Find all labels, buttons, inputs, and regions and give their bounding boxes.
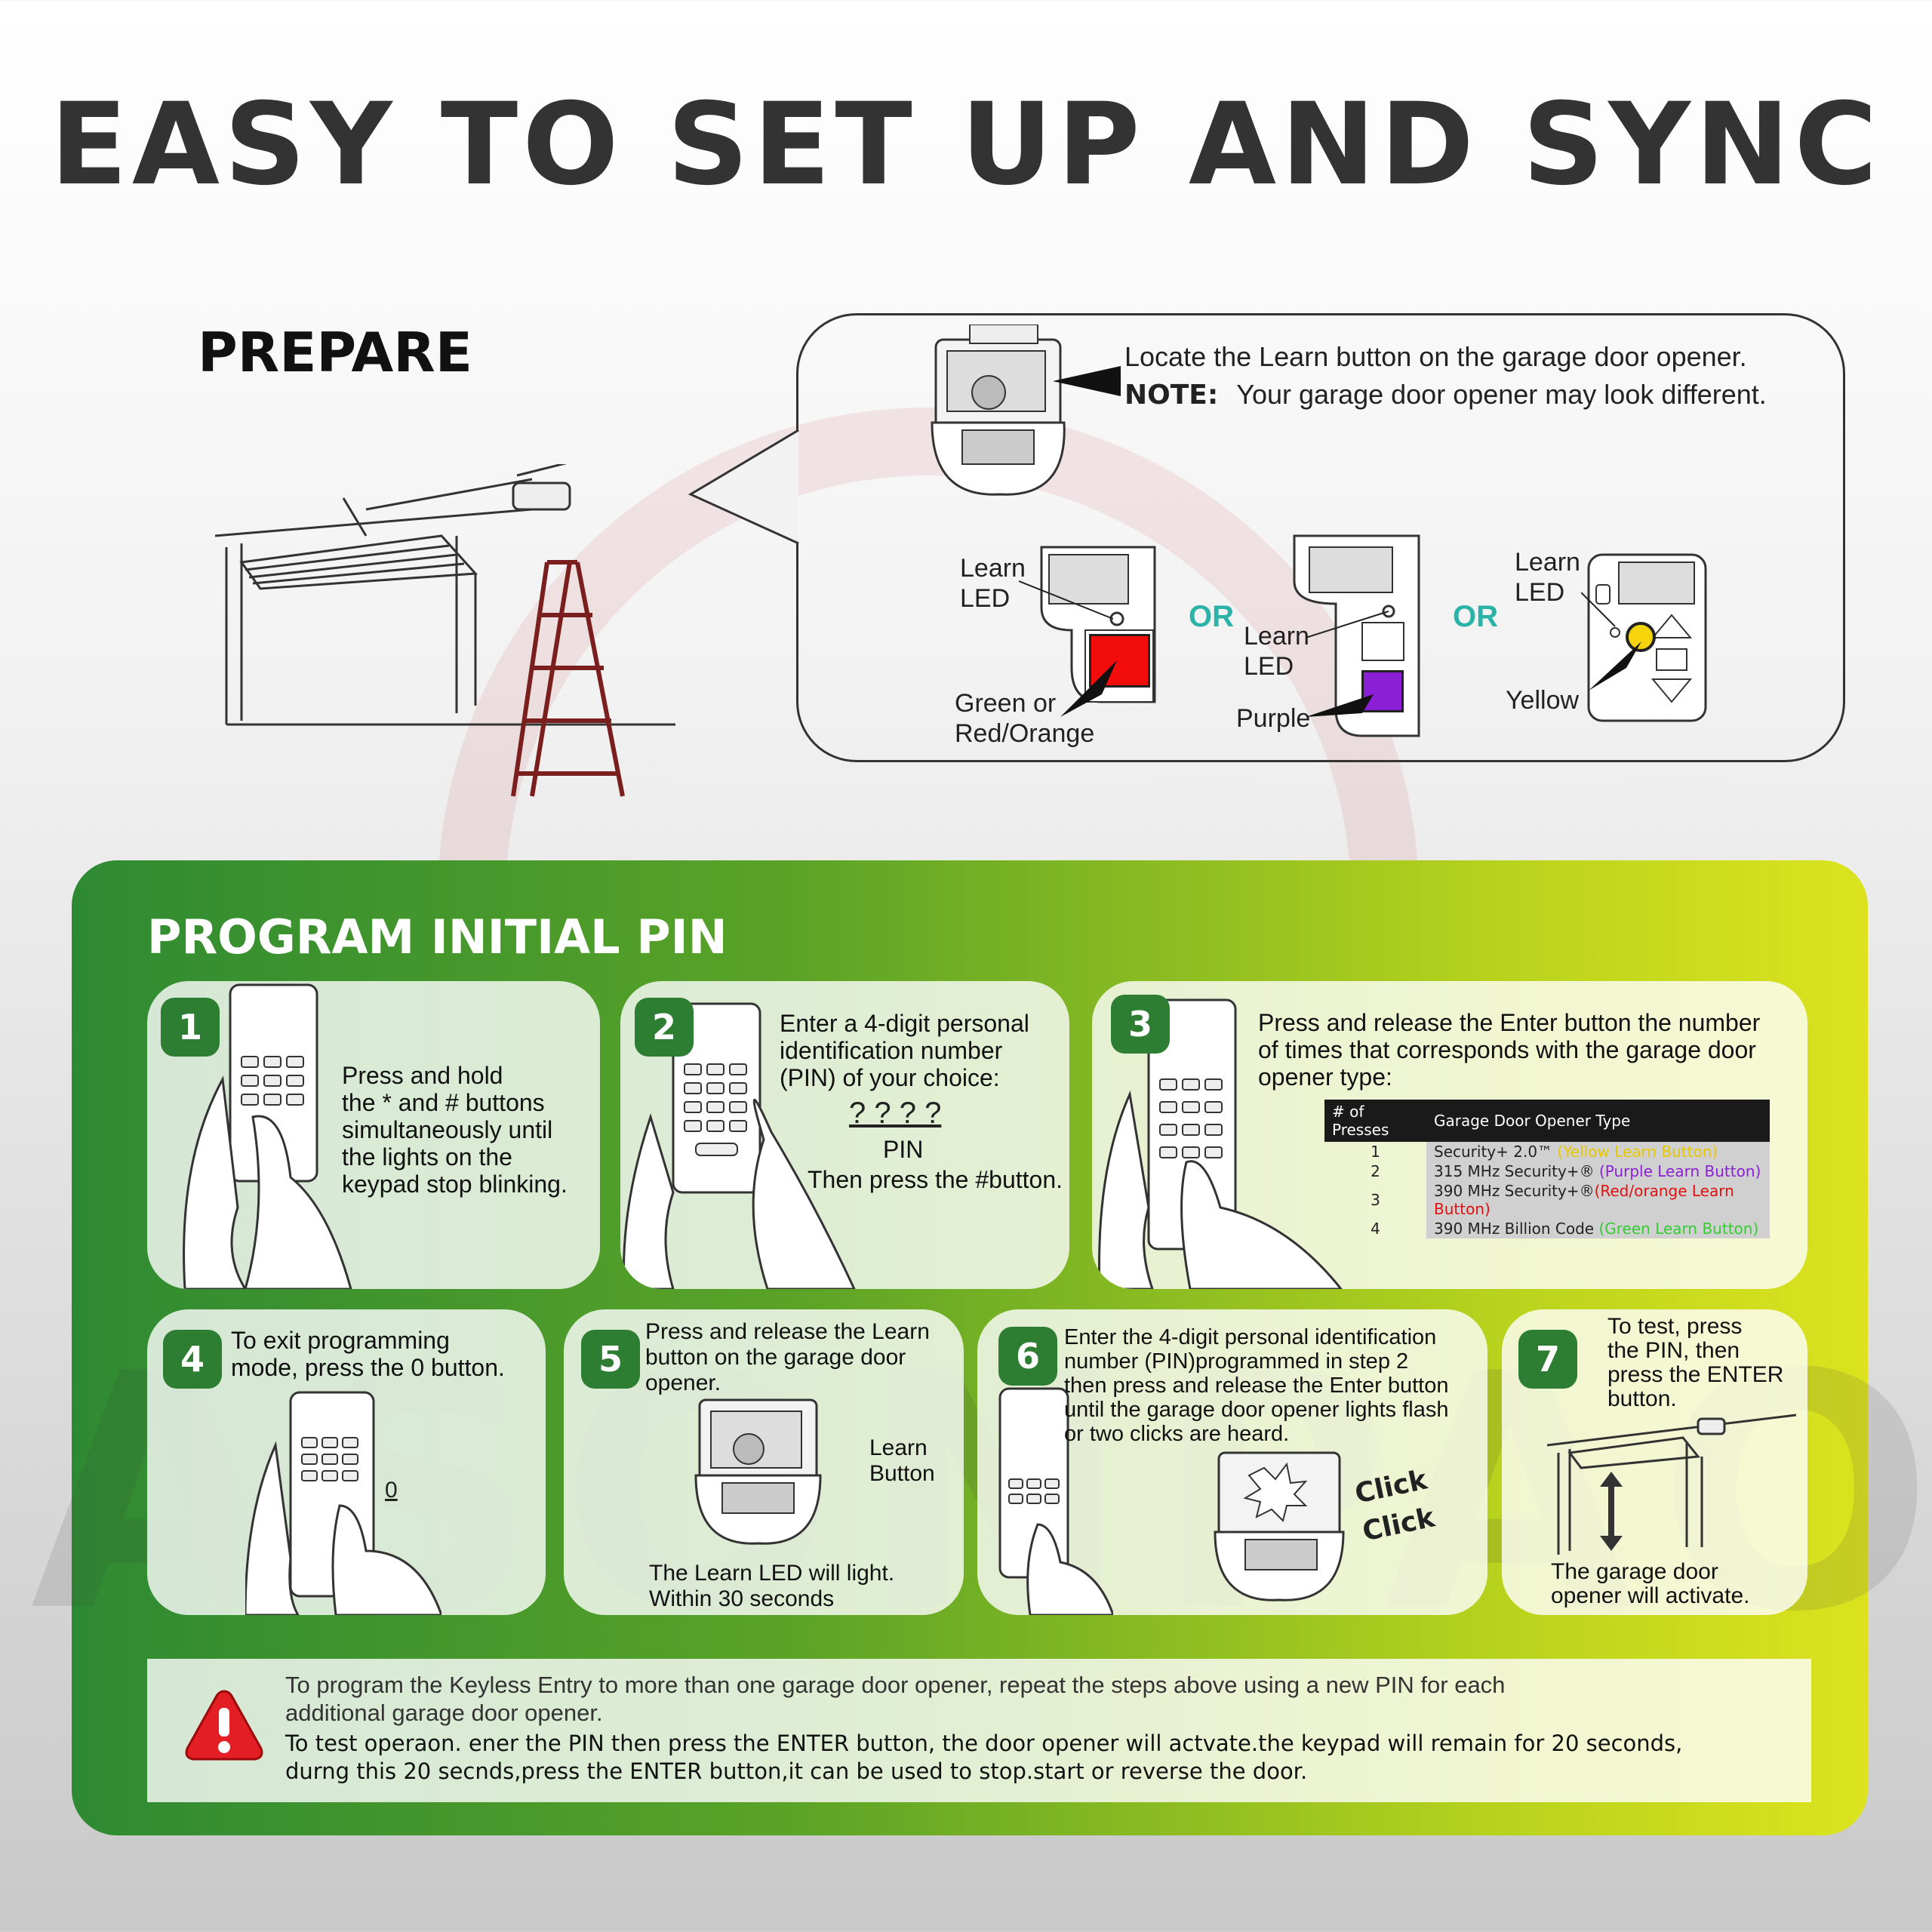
table-row: 1 Security+ 2.0™ (Yellow Learn Button) bbox=[1324, 1142, 1770, 1161]
locate-learn-text: Locate the Learn button on the garage do… bbox=[1124, 341, 1747, 372]
presses-cell: 4 bbox=[1371, 1220, 1380, 1238]
learn-led-label-3: Learn LED bbox=[1515, 548, 1580, 607]
panel-1-leader-lines bbox=[1019, 580, 1117, 717]
garage-door-activate-icon bbox=[1547, 1414, 1796, 1555]
learn-button-purple bbox=[1361, 670, 1404, 712]
warning-box bbox=[147, 1659, 1811, 1802]
type-name: Security+ 2.0™ bbox=[1434, 1143, 1553, 1161]
table-row: 3 390 MHz Security+®(Red/orange Learn Bu… bbox=[1324, 1181, 1770, 1219]
keypad-hand-icon bbox=[183, 983, 352, 1289]
note-text: Your garage door opener may look differe… bbox=[1236, 379, 1767, 410]
pin-placeholder: ? ? ? ? bbox=[849, 1097, 942, 1130]
warning-icon bbox=[185, 1690, 263, 1761]
step-7-number: 7 bbox=[1518, 1330, 1577, 1389]
presses-cell: 3 bbox=[1371, 1191, 1380, 1209]
zero-digit: 0 bbox=[385, 1478, 398, 1503]
type-name: 390 MHz Security+® bbox=[1434, 1182, 1595, 1200]
keypad-enter-press-icon bbox=[1098, 998, 1343, 1289]
button-color-label-1: Green or Red/Orange bbox=[955, 689, 1095, 748]
type-cell: 315 MHz Security+® (Purple Learn Button) bbox=[1426, 1161, 1770, 1181]
presses-cell: 2 bbox=[1371, 1162, 1380, 1180]
page-title: EASY TO SET UP AND SYNC bbox=[50, 79, 1882, 211]
type-cell: 390 MHz Billion Code (Green Learn Button… bbox=[1426, 1219, 1770, 1238]
button-color-label-2: Purple bbox=[1236, 704, 1311, 733]
button-color-label-3: Yellow bbox=[1506, 686, 1580, 715]
step-1-card bbox=[147, 981, 600, 1289]
type-note: (Red/orange Learn Button) bbox=[1434, 1182, 1734, 1218]
step-1-text: Press and hold the * and # buttons simul… bbox=[342, 1062, 568, 1198]
step-7-bottom-text: The garage door opener will activate. bbox=[1551, 1559, 1750, 1608]
step-7-text: To test, press the PIN, then press the E… bbox=[1607, 1314, 1784, 1411]
table-row: 4 390 MHz Billion Code (Green Learn Butt… bbox=[1324, 1219, 1770, 1238]
step-4-number: 4 bbox=[163, 1330, 222, 1389]
opener-flashing-icon bbox=[1214, 1451, 1345, 1601]
table-header-type: Garage Door Opener Type bbox=[1426, 1100, 1770, 1142]
step-6-text: Enter the 4-digit personal identificatio… bbox=[1064, 1325, 1449, 1446]
presses-cell: 1 bbox=[1371, 1143, 1380, 1161]
panel-3-leader-lines bbox=[1581, 592, 1641, 691]
type-note: (Purple Learn Button) bbox=[1598, 1162, 1761, 1180]
garage-opener-unit-illustration bbox=[931, 325, 1066, 496]
type-note: (Yellow Learn Button) bbox=[1557, 1143, 1718, 1161]
opener-type-table: # of Presses Garage Door Opener Type 1 S… bbox=[1324, 1100, 1770, 1238]
opener-learn-button-icon bbox=[694, 1398, 822, 1545]
warning-multi-opener-text: To program the Keyless Entry to more tha… bbox=[285, 1672, 1506, 1726]
keypad-zero-press-icon bbox=[245, 1391, 441, 1615]
type-name: 390 MHz Billion Code bbox=[1434, 1220, 1595, 1238]
learn-led-label-1: Learn LED bbox=[960, 554, 1026, 613]
step-3-number: 3 bbox=[1111, 995, 1170, 1054]
learn-led-label-2: Learn LED bbox=[1244, 622, 1309, 681]
step-4-text: To exit programming mode, press the 0 bu… bbox=[231, 1327, 505, 1381]
step-6-number: 6 bbox=[998, 1327, 1057, 1386]
or-label-1: OR bbox=[1189, 600, 1234, 633]
learn-button-red bbox=[1089, 634, 1150, 688]
or-label-2: OR bbox=[1453, 600, 1498, 633]
table-header-presses: # of Presses bbox=[1324, 1100, 1426, 1142]
step-3-text: Press and release the Enter button the n… bbox=[1258, 1009, 1761, 1091]
keypad-small-icon bbox=[998, 1387, 1113, 1615]
step-2-card bbox=[620, 981, 1069, 1289]
step-2-number: 2 bbox=[635, 998, 694, 1057]
table-row: 2 315 MHz Security+® (Purple Learn Butto… bbox=[1324, 1161, 1770, 1181]
step-1-number: 1 bbox=[161, 998, 220, 1057]
garage-ladder-illustration bbox=[215, 464, 675, 797]
step-6-card bbox=[977, 1309, 1487, 1615]
pointer-arrow-icon bbox=[1053, 366, 1121, 396]
callout-pointer bbox=[688, 430, 799, 543]
learn-button-label: Learn Button bbox=[869, 1435, 935, 1486]
keypad-finger-icon bbox=[622, 1002, 856, 1289]
type-cell: Security+ 2.0™ (Yellow Learn Button) bbox=[1426, 1142, 1770, 1161]
prepare-heading: PREPARE bbox=[198, 321, 472, 384]
step-5-text: Press and release the Learn button on th… bbox=[645, 1319, 930, 1395]
step-5-bottom-text: The Learn LED will light. Within 30 seco… bbox=[649, 1561, 895, 1611]
warning-test-text: To test operaon. ener the PIN then press… bbox=[285, 1730, 1683, 1784]
type-cell: 390 MHz Security+®(Red/orange Learn Butt… bbox=[1426, 1181, 1770, 1219]
step-5-number: 5 bbox=[581, 1330, 640, 1389]
panel-2-leader-lines bbox=[1306, 611, 1389, 717]
note-line: NOTE: Your garage door opener may look d… bbox=[1124, 379, 1767, 411]
type-name: 315 MHz Security+® bbox=[1434, 1162, 1595, 1180]
learn-button-yellow bbox=[1626, 622, 1656, 652]
step-2-text: Enter a 4-digit personal identification … bbox=[780, 1010, 1029, 1091]
type-note: (Green Learn Button) bbox=[1598, 1220, 1759, 1238]
step-4-card bbox=[147, 1309, 546, 1615]
pin-label: PIN bbox=[883, 1136, 924, 1163]
program-heading: PROGRAM INITIAL PIN bbox=[147, 909, 728, 964]
note-label: NOTE: bbox=[1124, 380, 1219, 411]
learn-button-purple-swatch bbox=[1364, 672, 1401, 710]
then-press-hash-text: Then press the #button. bbox=[808, 1166, 1063, 1193]
